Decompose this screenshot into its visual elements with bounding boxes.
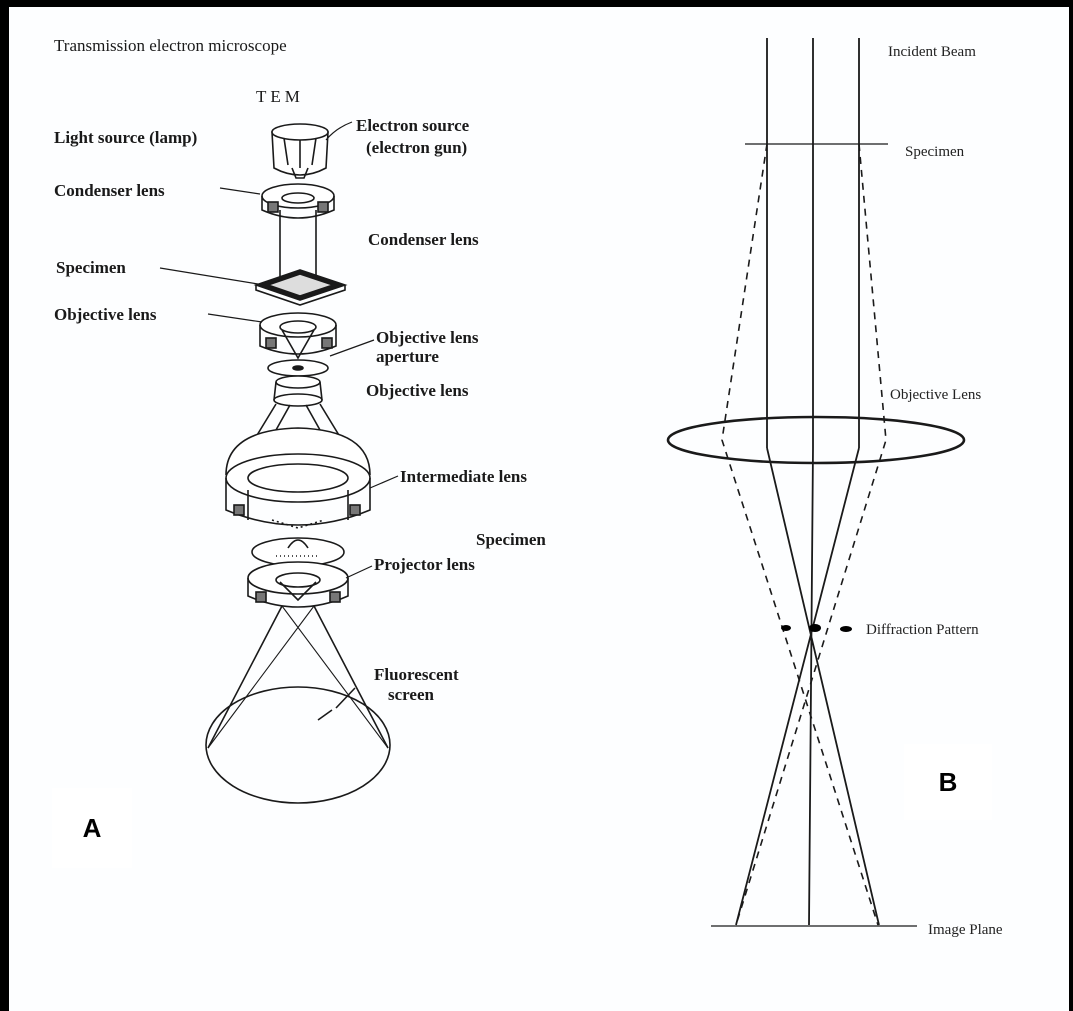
label-aperture-1: Objective lens [376,328,479,347]
label-electron-source: Electron source [356,116,470,135]
label-image-plane: Image Plane [928,922,1003,938]
panel-letter-b: B [904,744,992,820]
panel-letter-a: A [52,788,132,868]
label-specimen-right: Specimen [476,530,546,549]
label-objective-b: Objective Lens [890,387,981,403]
label-projector: Projector lens [374,555,475,574]
condenser-lens-part [262,184,334,218]
label-light-source: Light source (lamp) [54,128,197,147]
label-intermediate: Intermediate lens [400,467,527,486]
label-condenser-left: Condenser lens [54,181,165,200]
diffraction-spots [781,624,852,632]
projection-cone [206,606,390,803]
label-specimen-b: Specimen [905,144,965,160]
panel-a-drawing [160,122,398,803]
objective-lens-part [260,313,336,358]
projector-lens-part [248,562,348,607]
label-condenser-right: Condenser lens [368,230,479,249]
label-specimen-left: Specimen [56,258,126,277]
label-incident-beam: Incident Beam [888,44,976,60]
aperture-disk [268,360,328,376]
label-diffraction: Diffraction Pattern [866,622,979,638]
dashed-rays [722,144,886,925]
label-screen-1: Fluorescent [374,665,459,684]
label-objective-right: Objective lens [366,381,469,400]
panel-a-subtitle: TEM [256,87,304,106]
specimen-plate [256,270,345,305]
electron-gun [272,124,328,178]
panel-a-title: Transmission electron microscope [54,36,287,55]
label-objective-left: Objective lens [54,305,157,324]
label-electron-gun: (electron gun) [366,138,467,157]
intermediate-lens-part [226,428,370,528]
label-aperture-2: aperture [376,347,439,366]
objective-lens-ellipse [668,417,964,463]
label-screen-2: screen [388,685,434,704]
incident-rays [767,38,859,448]
